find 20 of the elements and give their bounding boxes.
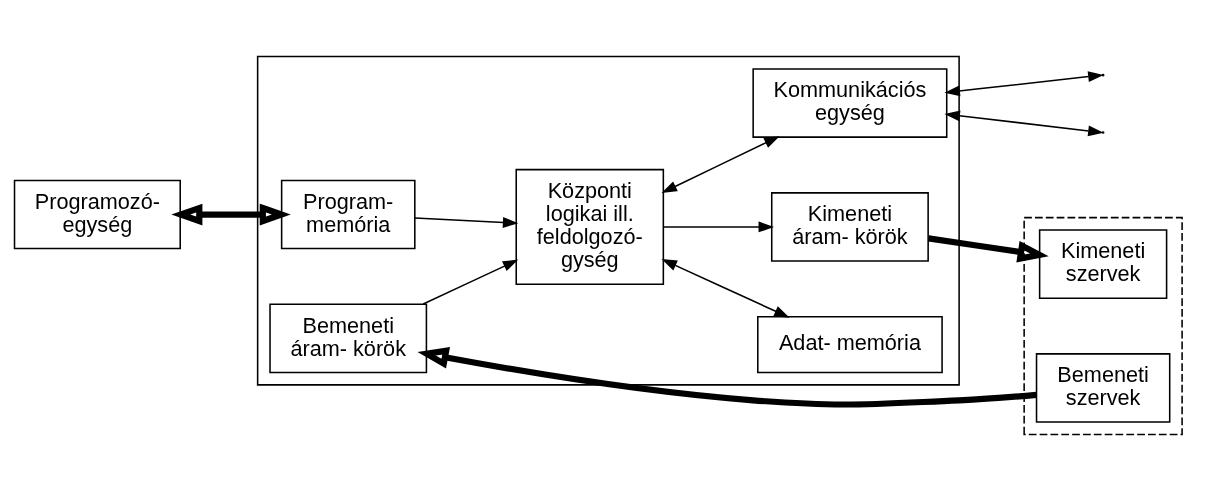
node-box: Kommunikációs egység xyxy=(752,68,948,138)
node-box: Bemeneti szervek xyxy=(1035,353,1171,423)
node-box: Kimeneti szervek xyxy=(1038,229,1168,299)
arrow xyxy=(662,221,775,233)
arrow xyxy=(661,136,780,194)
node-box: Központi logikai ill. feldolgozó- gység xyxy=(515,168,665,285)
node-box: Programozó- egység xyxy=(13,179,181,250)
arrow xyxy=(417,347,1037,408)
arrow xyxy=(944,71,1104,97)
node-box: Bemeneti áram- körök xyxy=(269,303,428,374)
arrow xyxy=(422,259,519,305)
cluster xyxy=(1023,216,1183,436)
arrow xyxy=(171,203,291,226)
node-box: Adat- memória xyxy=(757,315,943,374)
arrow xyxy=(414,217,519,228)
node-box: Program- memória xyxy=(280,179,416,250)
arrow xyxy=(928,235,1049,263)
node-box: Kimeneti áram- körök xyxy=(770,192,929,262)
arrow xyxy=(944,110,1104,137)
arrow xyxy=(661,259,790,318)
